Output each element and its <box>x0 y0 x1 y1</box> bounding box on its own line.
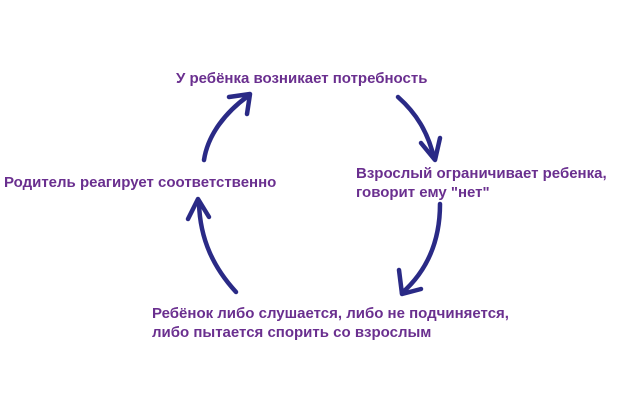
step-parent-responds: Родитель реагирует соответственно <box>4 173 276 192</box>
step-child-need-line: У ребёнка возникает потребность <box>176 70 428 87</box>
step-adult-limits-line-1: Взрослый ограничивает ребенка, <box>356 165 607 182</box>
step-adult-limits-line-2: говорит ему "нет" <box>356 184 490 201</box>
arrow-need-to-limit <box>395 94 443 163</box>
step-child-reacts: Ребёнок либо слушается, либо не подчиняе… <box>152 304 509 342</box>
arrow-reaction-to-parent <box>185 196 239 295</box>
step-adult-limits: Взрослый ограничивает ребенка, говорит е… <box>356 164 607 202</box>
step-child-reacts-line-1: Ребёнок либо слушается, либо не подчиняе… <box>152 305 509 322</box>
step-child-need: У ребёнка возникает потребность <box>176 69 427 88</box>
step-parent-responds-line: Родитель реагирует соответственно <box>4 174 277 191</box>
step-child-reacts-line-2: либо пытается спорить со взрослым <box>152 324 432 341</box>
arrow-parent-to-need <box>201 91 253 163</box>
arrow-limit-to-reaction <box>396 201 443 297</box>
